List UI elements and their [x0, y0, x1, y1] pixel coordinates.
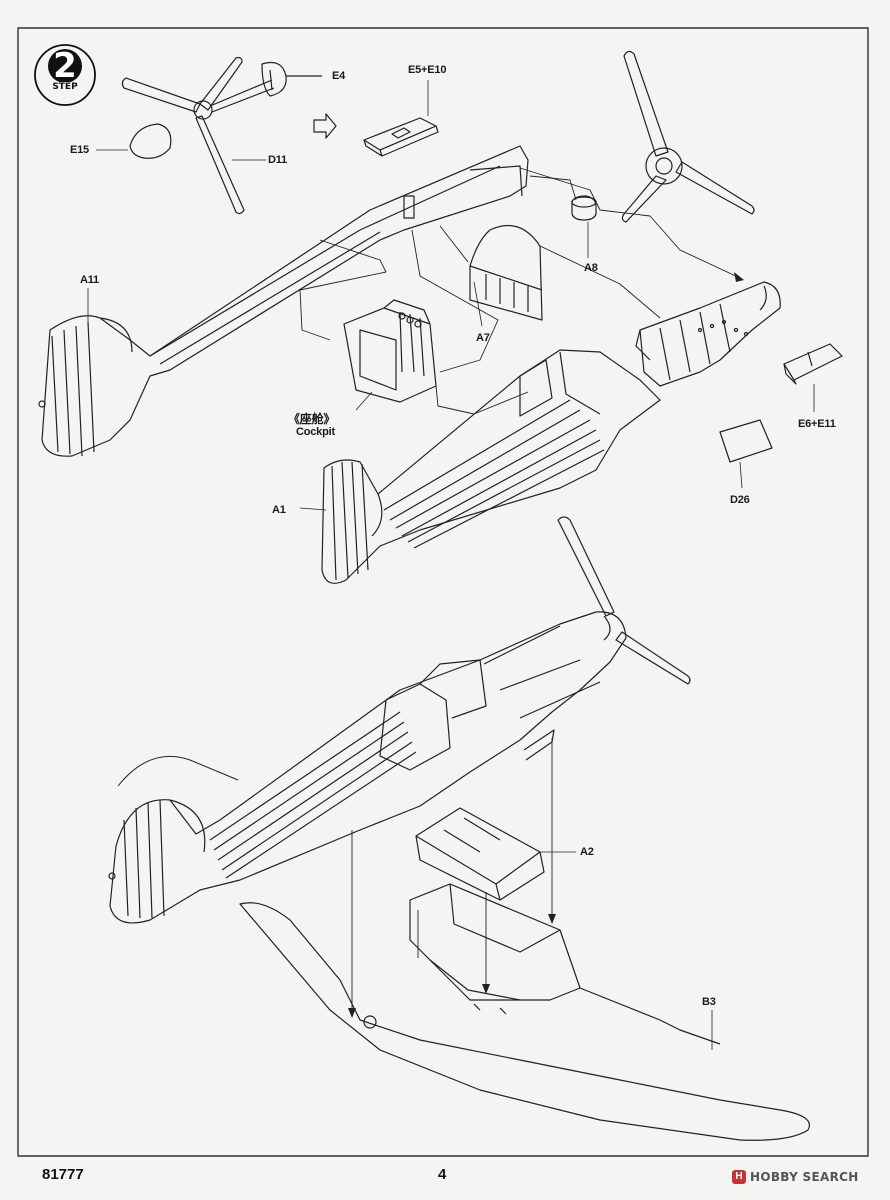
cockpit-assembly [343, 299, 437, 403]
watermark: H HOBBY SEARCH [732, 1170, 859, 1184]
page-number: 4 [438, 1166, 447, 1183]
part-d26 [719, 419, 773, 489]
label-a11: A11 [80, 274, 99, 286]
label-d26: D26 [730, 494, 750, 506]
page-frame [17, 27, 869, 1157]
cockpit-label-cn: 《座舱》 [288, 412, 336, 426]
assembled-propeller [557, 516, 691, 685]
nose-section [635, 281, 781, 387]
label-a2: A2 [580, 846, 594, 858]
part-a8 [571, 195, 597, 258]
part-e6-e11 [783, 343, 843, 412]
propeller-d11 [121, 56, 275, 215]
guide-lines-upper [299, 167, 741, 415]
step-badge: 2 STEP [34, 44, 96, 106]
label-d11: D11 [268, 154, 287, 166]
label-e4: E4 [332, 70, 346, 82]
part-a2 [415, 807, 576, 901]
part-e15 [129, 123, 172, 159]
watermark-logo-icon: H [732, 1170, 746, 1184]
arrow-hint [313, 113, 337, 139]
propeller-assembly [621, 50, 755, 223]
label-a7: A7 [476, 332, 490, 344]
guide-lines-lower [351, 738, 553, 1016]
step-word: STEP [44, 82, 86, 92]
label-e5-e10: E5+E10 [408, 64, 447, 76]
bulkhead-a7 [469, 225, 543, 321]
cockpit-label-en: Cockpit [296, 426, 335, 438]
assembled-fuselage [108, 611, 627, 924]
label-e15: E15 [70, 144, 89, 156]
label-a8: A8 [584, 262, 598, 274]
label-b3: B3 [702, 996, 716, 1008]
watermark-text: HOBBY SEARCH [750, 1170, 859, 1184]
wing-b3 [239, 883, 810, 1141]
part-e5-e10 [363, 80, 439, 157]
fuselage-a11 [38, 145, 529, 457]
canopy-sketch [117, 755, 239, 787]
label-a1: A1 [272, 504, 286, 516]
label-leaders [87, 281, 713, 1050]
step-number: 2 [53, 46, 77, 86]
label-e6-e11: E6+E11 [798, 418, 836, 430]
product-code: 81777 [42, 1166, 84, 1183]
guide-arrowheads [348, 272, 744, 1018]
spinner-e4 [261, 61, 322, 97]
fuselage-a1 [321, 349, 661, 584]
